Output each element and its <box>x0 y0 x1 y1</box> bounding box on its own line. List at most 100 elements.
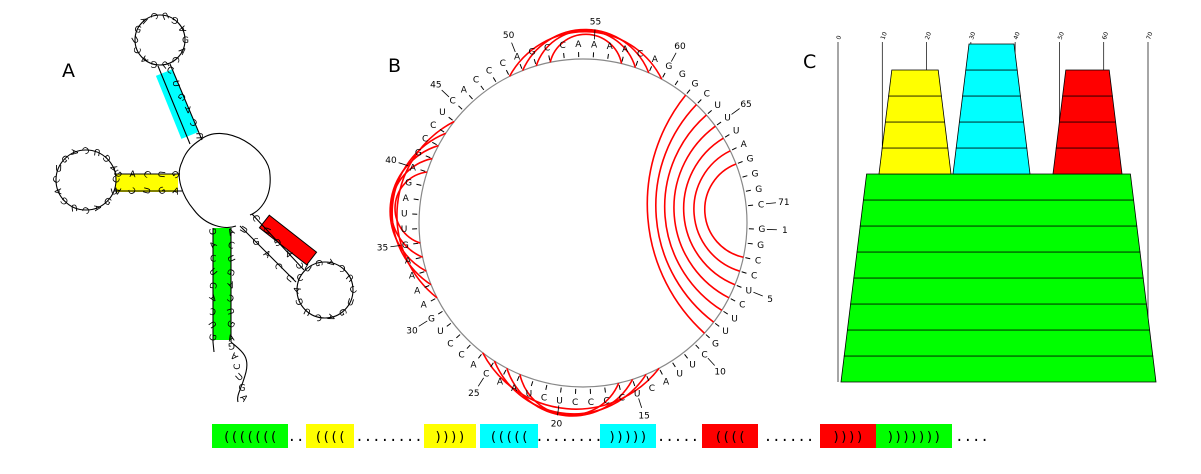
nucleotide-glyph: C <box>79 204 91 215</box>
nucleotide-tick <box>632 381 636 387</box>
position-label-leader <box>731 108 740 115</box>
nucleotide-tick <box>516 376 520 382</box>
nucleotide-tick <box>416 183 422 186</box>
position-label-leader <box>670 52 677 62</box>
nucleotide-tick <box>448 116 453 121</box>
nucleotide-tick <box>662 72 666 78</box>
nucleotide-glyph: U <box>302 263 313 275</box>
position-label: 30 <box>406 327 418 337</box>
nucleotide-glyph: C <box>140 169 152 180</box>
base-pair-arc <box>519 374 620 416</box>
position-label: 65 <box>740 100 751 110</box>
nucleotide-tick <box>480 85 485 91</box>
nucleotide-glyph: G <box>295 296 307 306</box>
nucleotide-glyph: G <box>182 36 189 46</box>
position-label: 35 <box>377 244 388 254</box>
nucleotide-letter: A <box>470 361 477 371</box>
nucleotide-letter: C <box>560 41 566 51</box>
position-label: 10 <box>714 367 726 377</box>
nucleotide-glyph: C <box>127 185 139 196</box>
position-label-leader <box>418 320 428 327</box>
nucleotide-tick <box>737 161 743 164</box>
nucleotide-glyph: C <box>169 56 179 63</box>
axis-tick-label: 30 <box>968 31 977 41</box>
nucleotide-glyph: U <box>207 267 219 279</box>
dot-bracket-bar: (((((((..((((........))))(((((........))… <box>212 424 989 448</box>
axis-tick-label: 50 <box>1057 31 1066 41</box>
nucleotide-glyph: U <box>346 297 355 308</box>
nucleotide-glyph: A <box>206 292 218 304</box>
nucleotide-letter: C <box>572 398 578 408</box>
nucleotide-glyph: C <box>313 311 323 323</box>
mountain-layer <box>1058 95 1117 123</box>
axis-tick-label: 20 <box>924 31 933 41</box>
bracket-segment-box <box>820 424 876 448</box>
nucleotide-letter: G <box>758 225 765 235</box>
nucleotide-tick <box>503 369 507 375</box>
nucleotide-glyph: A <box>324 312 336 322</box>
nucleotide-letter: U <box>401 225 408 235</box>
nucleotide-tick <box>490 362 494 368</box>
nucleotide-tick <box>742 175 748 178</box>
mountain-layer <box>884 95 946 123</box>
nucleotide-tick <box>707 109 712 115</box>
nucleotide-tick <box>548 55 551 61</box>
nucleotide-tick <box>413 242 419 245</box>
nucleotide-letter: G <box>415 149 422 159</box>
nucleotide-glyph: G <box>157 186 168 198</box>
nucleotide-letter: A <box>741 140 748 150</box>
nucleotide-letter: C <box>704 90 710 100</box>
bracket-segment-box <box>876 424 952 448</box>
nucleotide-tick <box>432 141 437 146</box>
nucleotide-glyph: A <box>109 164 120 173</box>
nucleotide-tick <box>745 257 751 260</box>
nucleotide-tick <box>716 121 722 126</box>
nucleotide-glyph: G <box>170 13 180 25</box>
position-label-leader <box>441 89 450 98</box>
nucleotide-tick <box>730 298 736 302</box>
mountain-layer <box>878 147 952 175</box>
nucleotide-tick <box>468 95 473 100</box>
nucleotide-glyph: A <box>91 204 102 213</box>
bracket-segment-text: (((( <box>714 430 745 445</box>
mountain-layer <box>1055 121 1120 149</box>
nucleotide-glyph: U <box>303 305 313 317</box>
nucleotide-glyph: G <box>113 168 125 180</box>
nucleotide-letter: G <box>755 185 762 195</box>
nucleotide-letter: C <box>422 134 428 144</box>
nucleotide-glyph: A <box>129 170 137 180</box>
axis-tick-label: 60 <box>1101 31 1110 41</box>
base-pair-arc <box>521 28 650 74</box>
nucleotide-tick <box>686 89 691 94</box>
nucleotide-tick <box>563 53 565 59</box>
mountain-layer <box>850 277 1147 305</box>
nucleotide-letter: G <box>428 314 435 324</box>
nucleotide-letter: C <box>449 96 455 106</box>
nucleotide-glyph: G <box>150 58 158 69</box>
nucleotide-glyph: G <box>102 152 114 163</box>
base-pair-arcs <box>389 28 744 417</box>
nucleotide-glyph: G <box>58 154 70 166</box>
unpaired-dots: .... <box>955 429 989 445</box>
mountain-layer <box>859 199 1138 227</box>
base-pair-arc <box>481 352 660 410</box>
nucleotide-letter: G <box>757 241 764 251</box>
nucleotide-letter: A <box>591 40 598 50</box>
nucleotide-glyph: G <box>238 383 246 393</box>
nucleotide-letter: C <box>430 121 436 131</box>
bracket-segment-box <box>600 424 656 448</box>
nucleotide-glyph: C <box>209 305 217 316</box>
nucleotide-glyph: U <box>224 254 236 264</box>
nucleotide-glyph: U <box>55 164 62 174</box>
unpaired-dots: .. <box>288 429 305 445</box>
nucleotide-glyph: A <box>225 278 235 290</box>
nucleotide-tick <box>530 381 534 387</box>
nucleotide-letter: C <box>588 398 594 408</box>
nucleotide-letter: G <box>752 169 759 179</box>
nucleotide-glyph: U <box>142 186 153 195</box>
nucleotide-letter: A <box>575 40 582 50</box>
nucleotide-letter: U <box>689 361 696 371</box>
nucleotide-glyph: A <box>237 393 249 405</box>
